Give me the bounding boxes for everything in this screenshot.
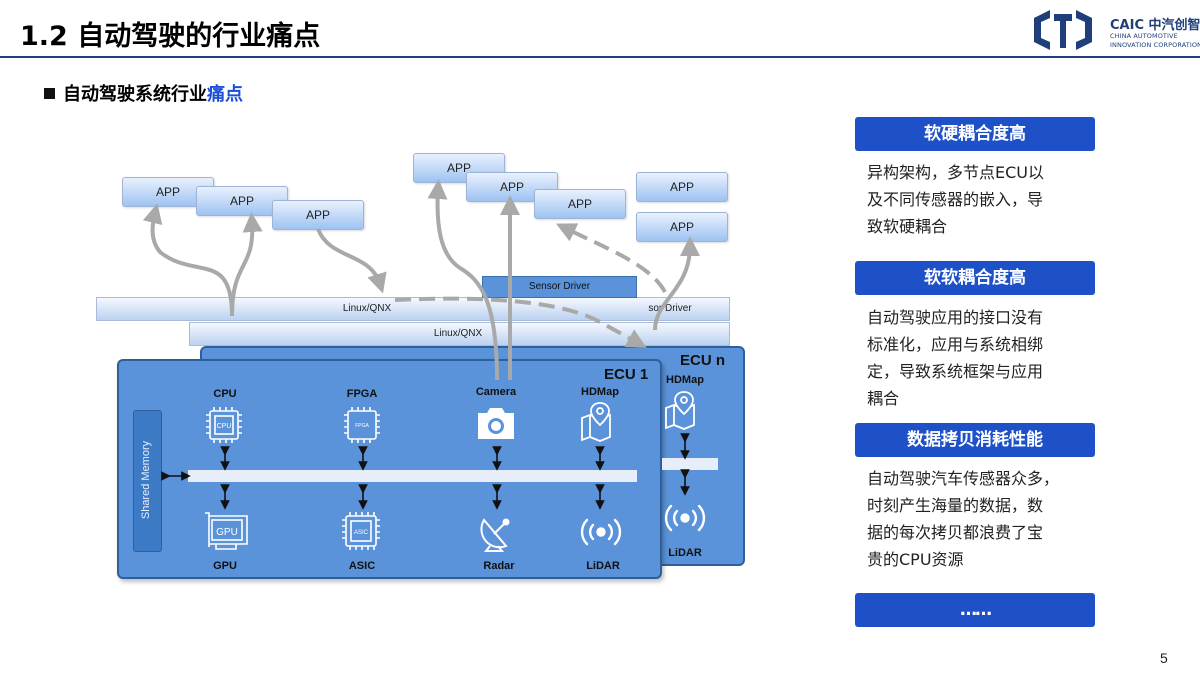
cpu-icon (206, 407, 242, 443)
os-bar-1-label: Linux/QNX (342, 303, 392, 314)
sensor-driver-2-label: sor Driver (648, 303, 692, 314)
panel-line: 标准化，应用与系统相绑 (867, 335, 1044, 354)
page-title: 1.2 自动驾驶的行业痛点 (20, 21, 321, 52)
bus-arrows (161, 433, 690, 510)
panel-line: 致软硬耦合 (867, 217, 948, 236)
os-bar-1: Linux/QNX sor Driver (96, 297, 730, 321)
page-number: 5 (1160, 650, 1168, 666)
ecu-1-bus (188, 470, 637, 482)
panel-line: 贵的CPU资源 (867, 550, 964, 569)
radar-label: Radar (483, 560, 515, 572)
logo-subtext-2: INNOVATION CORPORATION (1110, 41, 1200, 49)
fpga-chip-text: FPGA (355, 423, 369, 429)
ecu-1-box (117, 359, 662, 579)
panel-body-data-copy: 自动驾驶汽车传感器众多， 时刻产生海量的数据，数 据的每次拷贝都浪费了宝 贵的C… (867, 465, 1082, 573)
panel-body-hw-sw-coupling: 异构架构，多节点ECU以 及不同传感器的嵌入，导 致软硬耦合 (867, 159, 1082, 240)
panel-line: 时刻产生海量的数据，数 (867, 496, 1044, 515)
diagram-graphics: CPU FPGA GPU (161, 391, 706, 552)
gray-arrow-group (142, 179, 700, 381)
ecu-1-title: ECU 1 (604, 366, 649, 383)
company-logo: CAIC 中汽创智 CHINA AUTOMOTIVE INNOVATION CO… (1028, 6, 1200, 54)
radar-icon (480, 518, 510, 552)
lidar-label: LiDAR (586, 560, 620, 572)
panel-heading-sw-sw-coupling: 软软耦合度高 (855, 261, 1095, 295)
shared-memory-block (133, 410, 162, 552)
panel-line: 及不同传感器的嵌入，导 (867, 190, 1044, 209)
flow-arrows (142, 179, 700, 381)
subtitle-text: 自动驾驶系统行业 (63, 84, 207, 105)
app-box-6: APP (534, 189, 626, 219)
cpu-chip-text: CPU (217, 423, 232, 430)
sensor-driver-box: Sensor Driver (482, 276, 637, 298)
panel-heading-more: …… (855, 593, 1095, 627)
hdmap-icon (581, 402, 611, 442)
app-box-7: APP (636, 172, 728, 202)
panel-line: 自动驾驶汽车传感器众多， (867, 469, 1060, 488)
asic-icon (342, 512, 380, 550)
panel-line: 据的每次拷贝都浪费了宝 (867, 523, 1044, 542)
fpga-icon (344, 407, 380, 443)
panel-line: 异构架构，多节点ECU以 (867, 163, 1044, 182)
panel-line: 耦合 (867, 389, 900, 408)
ecu-n-hdmap-icon (665, 391, 695, 430)
asic-label: ASIC (348, 560, 376, 572)
panel-heading-data-copy: 数据拷贝消耗性能 (855, 423, 1095, 457)
gpu-chip-text: GPU (216, 527, 238, 538)
panel-body-sw-sw-coupling: 自动驾驶应用的接口没有 标准化，应用与系统相绑 定，导致系统框架与应用 耦合 (867, 304, 1082, 412)
ecu-n-lidar-icon (664, 504, 706, 532)
cpu-label: CPU (213, 388, 237, 400)
ecu-n-lidar-label: LiDAR (668, 547, 702, 559)
asic-chip-text: ASIC (354, 530, 369, 536)
gpu-icon (205, 512, 248, 550)
app-box-8: APP (636, 212, 728, 242)
logo-mark-icon (1034, 10, 1092, 50)
logo-subtext-1: CHINA AUTOMOTIVE (1110, 32, 1178, 40)
camera-icon (478, 408, 514, 439)
lidar-icon (580, 518, 622, 546)
panel-line: 定，导致系统框架与应用 (867, 362, 1044, 381)
gpu-label: GPU (213, 560, 237, 572)
bullet-square-icon (44, 88, 55, 99)
panel-line: 自动驾驶应用的接口没有 (867, 308, 1044, 327)
os-bar-2-label: Linux/QNX (433, 328, 483, 339)
section-subtitle: 自动驾驶系统行业痛点 (44, 80, 243, 106)
ecu-n-hdmap-label: HDMap (666, 374, 704, 386)
panel-heading-hw-sw-coupling: 软硬耦合度高 (855, 117, 1095, 151)
title-divider (0, 56, 1200, 58)
hdmap-label: HDMap (581, 386, 619, 398)
fpga-label: FPGA (346, 388, 378, 400)
subtitle-highlight: 痛点 (207, 84, 243, 105)
ecu-n-bus (662, 458, 718, 470)
logo-text: CAIC 中汽创智 (1110, 18, 1200, 33)
ecu-n-title: ECU n (680, 352, 725, 369)
camera-label: Camera (475, 386, 517, 398)
